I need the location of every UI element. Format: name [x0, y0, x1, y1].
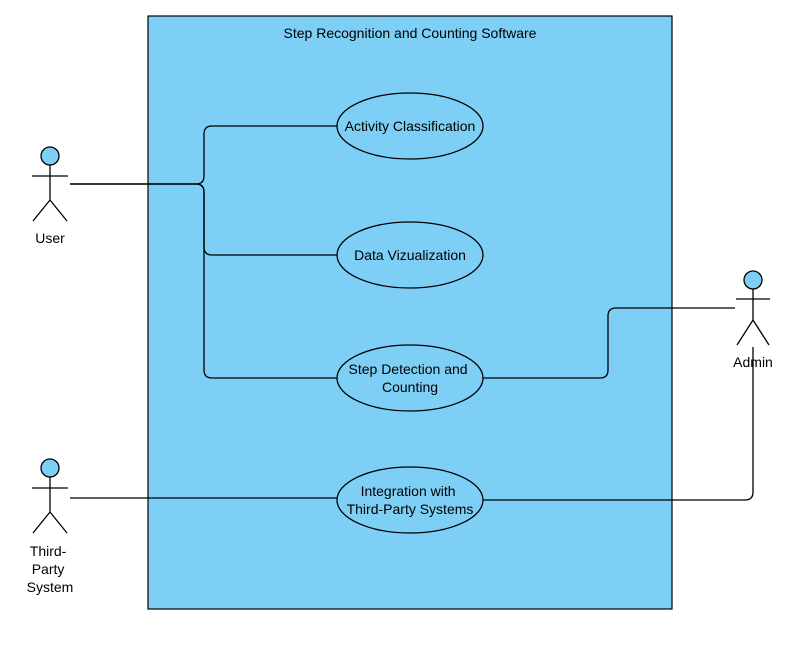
actor-label: Third- Party System	[27, 543, 74, 595]
stick-figure-icon	[736, 270, 770, 346]
actor-label-line: System	[27, 579, 74, 595]
actor-admin[interactable]: Admin	[733, 270, 773, 370]
stick-figure-icon	[32, 458, 68, 534]
association-user-step-detection	[70, 183, 337, 379]
use-case-label: Integration with Third-Party Systems	[347, 483, 474, 517]
actor-head	[40, 458, 60, 478]
use-case-label-line: Integration with	[361, 483, 456, 499]
use-case-ellipse	[336, 466, 484, 534]
association-admin-step-detection	[483, 307, 735, 379]
use-case-data-visualization[interactable]: Data Vizualization	[336, 221, 484, 289]
use-case-ellipse	[336, 92, 484, 160]
use-case-integration[interactable]: Integration with Third-Party Systems	[336, 466, 484, 534]
actor-head	[743, 270, 763, 290]
use-case-activity-classification[interactable]: Activity Classification	[336, 92, 484, 160]
use-case-ellipse	[336, 221, 484, 289]
actor-label-line: Third-	[30, 543, 67, 559]
stick-figure-icon	[32, 146, 68, 222]
actor-label-line: Party	[32, 561, 65, 577]
association-admin-integration	[483, 347, 754, 501]
use-case-label-line: Activity Classification	[345, 118, 476, 134]
use-case-ellipse	[336, 344, 484, 412]
actor-head	[40, 146, 60, 166]
association-user-activity-classification	[70, 125, 337, 185]
use-case-label-line: Third-Party Systems	[347, 501, 474, 517]
actor-label: Admin	[733, 354, 773, 370]
use-case-label: Data Vizualization	[354, 247, 466, 263]
use-case-label: Step Detection and Counting	[349, 361, 472, 395]
use-case-label-line: Counting	[382, 379, 438, 395]
actor-third-party-system[interactable]: Third- Party System	[27, 458, 74, 595]
actor-label: User	[35, 230, 65, 246]
use-case-label: Activity Classification	[345, 118, 476, 134]
use-case-label-line: Step Detection and	[349, 361, 468, 377]
use-case-step-detection[interactable]: Step Detection and Counting	[336, 344, 484, 412]
actor-user[interactable]: User	[32, 146, 68, 246]
use-case-label-line: Data Vizualization	[354, 247, 466, 263]
system-title: Step Recognition and Counting Software	[284, 25, 537, 41]
